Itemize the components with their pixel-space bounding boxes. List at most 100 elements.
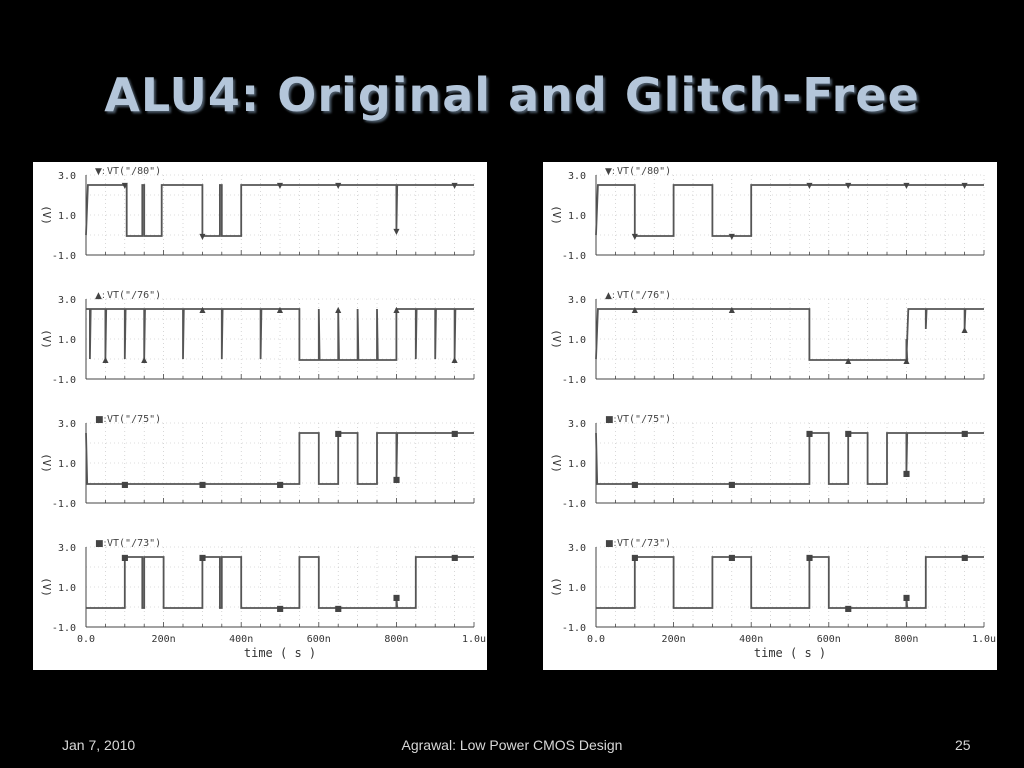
y-tick-label: -1.0: [562, 499, 586, 510]
y-tick-label: -1.0: [52, 251, 76, 262]
x-tick-label: 600n: [307, 634, 331, 645]
waveform-chart-original: 3.01.0-1.0(V)▼:VT("/80")▼▼▼▼▼▼3.01.0-1.0…: [40, 166, 486, 660]
waveform-trace: [85, 432, 474, 485]
x-tick-label: 400n: [229, 634, 253, 645]
legend-marker: ▼:: [95, 167, 105, 177]
y-axis-label: (V): [40, 577, 53, 597]
data-marker: ■: [276, 604, 284, 613]
data-marker: ■: [334, 604, 342, 613]
y-tick-label: 3.0: [568, 543, 586, 554]
data-marker: ▲: [141, 355, 148, 364]
data-marker: ■: [393, 593, 401, 602]
legend-series-name: VT("/73"): [617, 538, 671, 549]
y-axis-label: (V): [550, 205, 563, 225]
y-tick-label: 3.0: [58, 419, 76, 430]
data-marker: ▲: [335, 305, 342, 314]
y-tick-label: -1.0: [562, 623, 586, 634]
data-marker: ■: [334, 429, 342, 438]
data-marker: ■: [631, 480, 639, 489]
data-marker: ▼: [632, 232, 639, 241]
data-marker: ▼: [962, 181, 969, 190]
data-marker: ▲: [199, 305, 206, 314]
data-marker: ■: [903, 593, 911, 602]
data-marker: ■: [451, 429, 459, 438]
y-tick-label: 3.0: [58, 543, 76, 554]
x-tick-label: 200n: [152, 634, 176, 645]
data-marker: ▲: [452, 355, 459, 364]
legend-marker: ▼:: [605, 167, 615, 177]
y-tick-label: -1.0: [52, 375, 76, 386]
y-tick-label: 1.0: [568, 211, 586, 222]
data-marker: ■: [806, 429, 814, 438]
x-tick-label: 1.0u: [972, 634, 996, 645]
data-marker: ■: [844, 604, 852, 613]
waveform-trace: [595, 308, 984, 361]
legend-marker: ■:: [95, 539, 107, 549]
data-marker: ■: [844, 429, 852, 438]
y-tick-label: 1.0: [58, 459, 76, 470]
data-marker: ▲: [393, 305, 400, 314]
y-tick-label: 1.0: [58, 583, 76, 594]
legend-marker: ▲:: [95, 291, 105, 301]
legend-series-name: VT("/75"): [107, 414, 161, 425]
legend-marker: ■:: [605, 415, 617, 425]
y-tick-label: -1.0: [562, 375, 586, 386]
waveform-trace: [595, 184, 984, 237]
y-axis-label: (V): [40, 453, 53, 473]
waveform-trace: [596, 556, 984, 609]
data-marker: ▲: [277, 305, 284, 314]
data-marker: ▼: [335, 181, 342, 190]
data-marker: ▼: [903, 181, 910, 190]
data-marker: ■: [728, 553, 736, 562]
y-tick-label: -1.0: [52, 499, 76, 510]
x-tick-label: 800n: [894, 634, 918, 645]
x-tick-label: 800n: [384, 634, 408, 645]
legend-marker: ■:: [605, 539, 617, 549]
y-axis-label: (V): [550, 453, 563, 473]
x-tick-label: 400n: [739, 634, 763, 645]
y-tick-label: 1.0: [58, 211, 76, 222]
data-marker: ■: [451, 553, 459, 562]
legend-marker: ■:: [95, 415, 107, 425]
footer-title: Agrawal: Low Power CMOS Design: [401, 737, 623, 753]
legend-series-name: VT("/76"): [107, 290, 161, 301]
data-marker: ▲: [102, 355, 109, 364]
y-tick-label: 3.0: [58, 171, 76, 182]
waveform-trace: [85, 184, 474, 237]
data-marker: ■: [121, 480, 129, 489]
data-marker: ■: [631, 553, 639, 562]
data-marker: ■: [121, 553, 129, 562]
x-axis-label: time ( s ): [754, 646, 826, 660]
data-marker: ■: [728, 480, 736, 489]
legend-series-name: VT("/75"): [617, 414, 671, 425]
page-number: 25: [955, 737, 971, 753]
data-marker: ■: [276, 480, 284, 489]
y-tick-label: 1.0: [568, 459, 586, 470]
data-marker: ▼: [452, 181, 459, 190]
y-axis-label: (V): [40, 205, 53, 225]
footer-date: Jan 7, 2010: [62, 737, 136, 753]
data-marker: ▼: [845, 181, 852, 190]
y-tick-label: 3.0: [568, 171, 586, 182]
waveform-trace: [86, 308, 474, 361]
x-tick-label: 600n: [817, 634, 841, 645]
data-marker: ▲: [845, 356, 852, 365]
y-tick-label: 3.0: [568, 295, 586, 306]
data-marker: ▲: [729, 305, 736, 314]
x-tick-label: 0.0: [77, 634, 95, 645]
data-marker: ■: [961, 553, 969, 562]
y-tick-label: 1.0: [568, 583, 586, 594]
data-marker: ■: [199, 480, 207, 489]
data-marker: ▼: [277, 181, 284, 190]
data-marker: ■: [903, 469, 911, 478]
slide-title: ALU4: Original and Glitch-Free: [104, 68, 920, 122]
data-marker: ■: [393, 475, 401, 484]
data-marker: ▲: [903, 356, 910, 365]
x-axis-label: time ( s ): [244, 646, 316, 660]
waveform-trace: [595, 432, 984, 485]
data-marker: ▼: [806, 181, 813, 190]
data-marker: ▼: [729, 232, 736, 241]
data-marker: ▲: [632, 305, 639, 314]
